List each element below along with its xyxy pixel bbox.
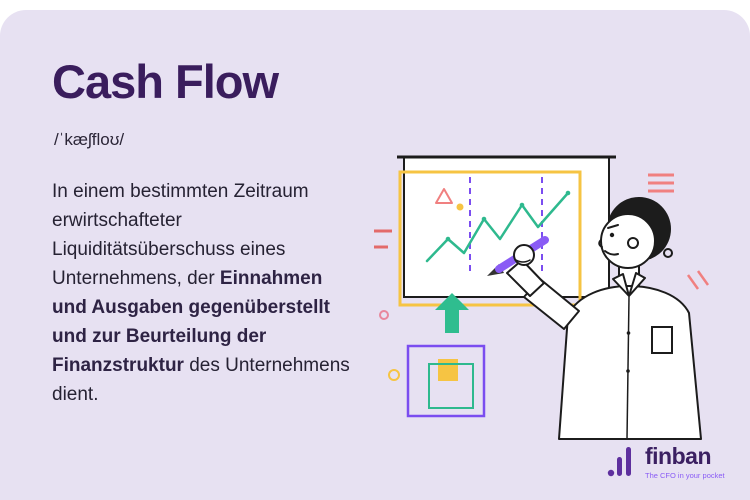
yellow-frame xyxy=(398,170,582,307)
line-chart-icon xyxy=(425,190,571,263)
decorative-shapes-right xyxy=(648,173,710,290)
definition-part2: des Unternehmens dient. xyxy=(52,355,350,405)
finban-logo-icon xyxy=(607,447,631,477)
finban-logo-text-wrap: finban The CFO in your pocket xyxy=(645,442,725,480)
definition-bold: Einnahmen und Ausgaben gegenüberstellt u… xyxy=(52,268,330,376)
page-title: Cash Flow xyxy=(52,55,279,108)
definition-card: Cash Flow /ˈkæʃfloʊ/ In einem bestimmten… xyxy=(0,10,750,500)
definition-part1: In einem bestimmten Zeitraum erwirtschaf… xyxy=(52,181,309,289)
finban-logo-text: finban xyxy=(645,442,711,469)
definition-text: In einem bestimmten Zeitraum erwirtschaf… xyxy=(52,177,356,409)
man-illustration xyxy=(487,197,702,440)
hand xyxy=(513,244,535,266)
finban-tagline: The CFO in your pocket xyxy=(645,470,725,480)
phonetic-transcription: /ˈkæʃfloʊ/ xyxy=(54,130,125,149)
arm xyxy=(506,259,580,330)
decorative-shapes-left xyxy=(374,188,464,381)
up-arrow-icon xyxy=(435,293,469,333)
finban-logo: finban The CFO in your pocket xyxy=(606,444,725,480)
man-at-whiteboard-illustration xyxy=(374,155,710,440)
dashed-gridlines xyxy=(469,177,543,273)
framed-square-icon xyxy=(406,344,486,418)
